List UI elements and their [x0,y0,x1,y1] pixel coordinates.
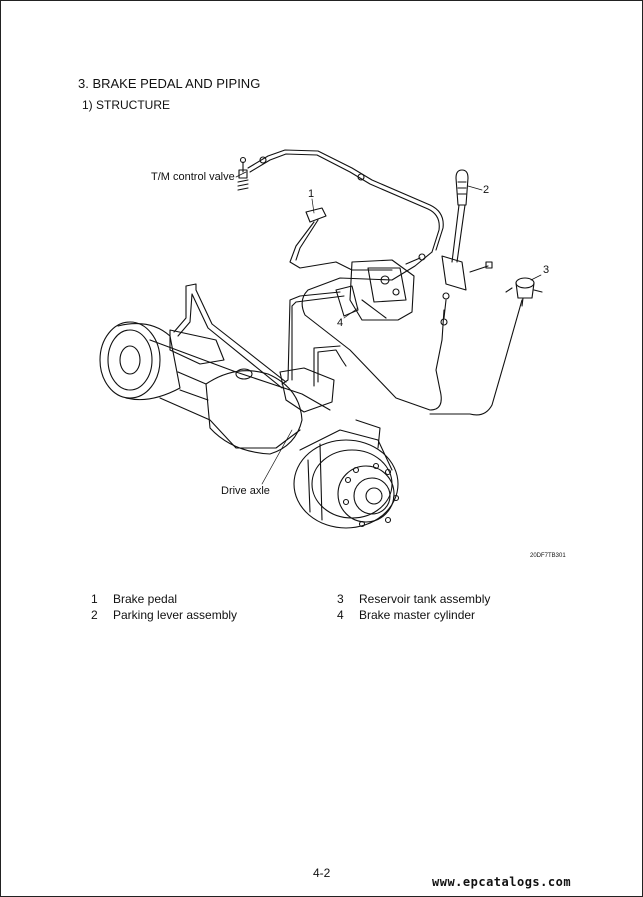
legend-text: Reservoir tank assembly [359,592,491,606]
tm-control-valve-label: T/M control valve [151,171,235,183]
legend-number: 3 [337,592,344,606]
subsection-title: 1) STRUCTURE [82,98,171,112]
leader-lines [235,171,542,485]
drive-axle [99,321,400,529]
wheel-studs [342,462,400,528]
parking-lever [440,169,493,326]
callout-1: 1 [308,188,315,200]
watermark: www.epcatalogs.com [432,875,572,889]
legend-number: 4 [337,608,344,622]
legend-text: Brake master cylinder [359,608,476,622]
parking-brake-cable [301,251,523,416]
page-number: 4-2 [313,866,331,880]
callout-3: 3 [543,264,550,276]
callout-2: 2 [483,184,490,196]
figure-code: 20DF7TB301 [530,553,566,559]
legend-number: 1 [91,592,98,606]
section-title: 3. BRAKE PEDAL AND PIPING [78,76,261,91]
legend-text: Parking lever assembly [113,608,238,622]
legend-text: Brake pedal [113,592,178,606]
reservoir-tank [505,277,543,307]
brake-lines [173,283,347,389]
drive-axle-label: Drive axle [221,485,270,497]
control-cable [247,149,444,253]
legend-number: 2 [91,608,98,622]
callout-4: 4 [337,317,344,329]
tm-control-valve [237,156,249,191]
brake-pedal [289,207,426,321]
